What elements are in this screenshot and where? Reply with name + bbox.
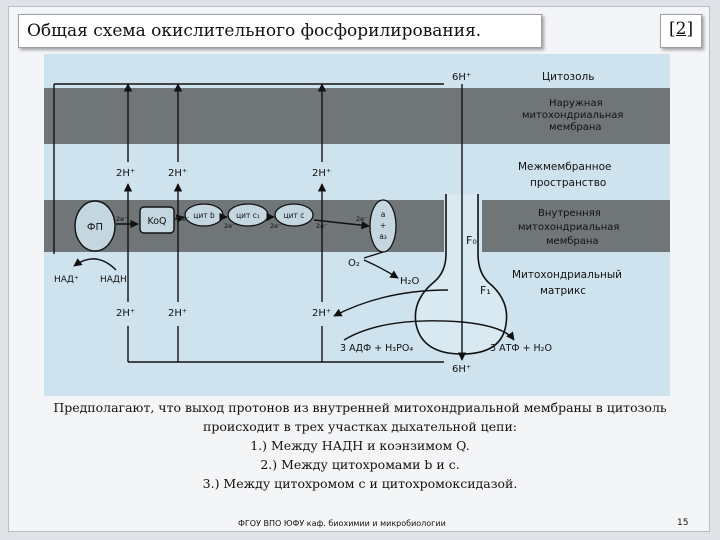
proton-label-ims-2: 2H⁺ <box>168 168 187 179</box>
caption-line-3: 1.) Между НАДН и коэнзимом Q. <box>250 438 470 453</box>
nadh-label: НАДН <box>100 275 127 285</box>
oxygen-label: O₂ <box>348 258 360 269</box>
f0-label: F₀ <box>466 234 477 247</box>
oxidative-phosphorylation-diagram: ФП KoQ цит b цит c₁ цит c a + a₃ 2e⁻ 2e⁻… <box>44 54 670 396</box>
electron-label-1: 2e⁻ <box>116 215 128 223</box>
outer-membrane <box>44 88 670 144</box>
inner-membrane-label-3: мембрана <box>546 236 599 247</box>
cytochrome-c1-label: цит c₁ <box>236 211 260 220</box>
electron-arrow-5 <box>313 219 370 230</box>
intermembrane-label-2: пространство <box>530 177 606 189</box>
caption: Предполагают, что выход протонов из внут… <box>30 398 690 493</box>
atp-label: 3 АТФ + H₂O <box>490 343 552 354</box>
outer-membrane-label-3: мембрана <box>549 122 602 133</box>
inner-membrane-label-1: Внутренняя <box>538 208 601 219</box>
inner-membrane-right <box>482 200 670 252</box>
reference-box[interactable]: [2] <box>660 14 702 48</box>
nadh-oxidation-arrow <box>73 258 117 271</box>
cytochrome-b-label: цит b <box>193 211 215 220</box>
f1-label: F₁ <box>480 284 491 297</box>
proton-label-ims-1: 2H⁺ <box>116 168 135 179</box>
cytochrome-c-label: цит c <box>284 211 305 220</box>
oxygen-reduction-arrow <box>363 259 399 279</box>
proton-label-top: 6H⁺ <box>452 72 471 83</box>
adp-label: 3 АДФ + H₃PO₄ <box>340 343 413 354</box>
electron-label-2: 2e⁻ <box>178 215 190 223</box>
cytosol-label: Цитозоль <box>542 71 594 83</box>
slide-title: Общая схема окислительного фосфорилирова… <box>27 21 482 41</box>
electron-label-6: 2e⁻ <box>356 215 368 223</box>
atp-synthesis-arrow <box>343 320 515 341</box>
proton-label-matrix-2: 2H⁺ <box>168 308 187 319</box>
cytochrome-a3-label: a₃ <box>379 232 387 241</box>
complex-koq-label: KoQ <box>147 216 166 227</box>
reference-link[interactable]: [2] <box>669 19 694 39</box>
cytochrome-a-label: a <box>381 210 386 219</box>
complex-fp <box>74 200 116 252</box>
intermembrane-label-1: Межмембранное <box>518 161 611 173</box>
caption-line-5: 3.) Между цитохромом c и цитохромоксидаз… <box>202 476 518 491</box>
complex-koq <box>139 206 175 234</box>
oxidase-to-oxygen-line <box>363 251 384 259</box>
outer-membrane-label-1: Наружная <box>549 98 603 109</box>
nad-label: НАД⁺ <box>54 275 79 285</box>
electron-arrow-2 <box>174 214 185 223</box>
electron-label-3: 2e⁻ <box>224 222 236 230</box>
footer-institution: ФГОУ ВПО ЮФУ каф. биохимии и микробиолог… <box>238 519 446 528</box>
electron-label-4: 2e⁻ <box>270 222 282 230</box>
proton-label-ims-3: 2H⁺ <box>312 168 331 179</box>
cytochrome-c <box>274 203 314 227</box>
page-number: 15 <box>677 518 689 528</box>
proton-label-matrix-1: 2H⁺ <box>116 308 135 319</box>
matrix-label-2: матрикс <box>540 285 586 297</box>
caption-line-1: Предполагают, что выход протонов из внут… <box>53 400 667 415</box>
proton-label-matrix-3: 2H⁺ <box>312 308 331 319</box>
matrix-label-1: Митохондриальный <box>512 269 622 281</box>
outer-membrane-label-2: митохондриальная <box>522 110 623 121</box>
title-box: Общая схема окислительного фосфорилирова… <box>18 14 542 48</box>
diagram-arrows <box>53 83 515 363</box>
inner-membrane-label-2: митохондриальная <box>518 222 619 233</box>
caption-line-2: происходит в трех участках дыхательной ц… <box>203 419 517 434</box>
matrix-cycle-arrow <box>333 289 449 317</box>
water-label: H₂O <box>400 276 420 287</box>
complex-fp-label: ФП <box>87 222 103 233</box>
proton-label-bottom: 6H⁺ <box>452 364 471 375</box>
cytochrome-plus-label: + <box>380 221 386 230</box>
caption-line-4: 2.) Между цитохромами b и c. <box>260 457 460 472</box>
